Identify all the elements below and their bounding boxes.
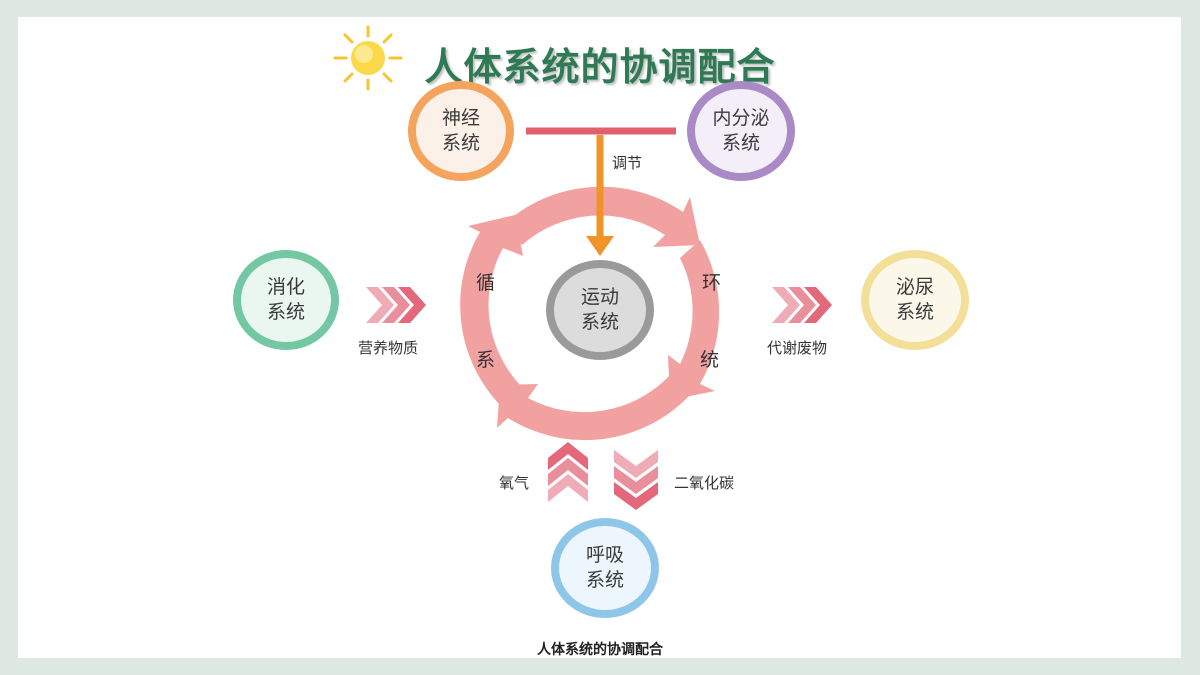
label-nutrients: 营养物质 bbox=[358, 339, 419, 357]
nutrients-chevrons bbox=[366, 287, 426, 323]
node-endocrine-line2: 系统 bbox=[721, 132, 760, 154]
node-digestive-line2: 系统 bbox=[266, 301, 305, 323]
node-endocrine-line1: 内分泌 bbox=[712, 107, 770, 129]
ring-arrow-right bbox=[668, 240, 720, 400]
node-respiratory-system: 呼吸 系统 bbox=[551, 518, 659, 618]
node-urinary-line2: 系统 bbox=[895, 301, 934, 323]
ring-char-4: 统 bbox=[700, 349, 720, 371]
node-motor-line2: 系统 bbox=[580, 311, 619, 333]
node-respiratory-line2: 系统 bbox=[585, 569, 624, 591]
node-urinary-system: 泌尿 系统 bbox=[861, 250, 969, 350]
node-digestive-line1: 消化 bbox=[266, 276, 305, 298]
label-oxygen: 氧气 bbox=[499, 474, 530, 492]
node-endocrine-system: 内分泌 系统 bbox=[687, 81, 795, 181]
ring-arrow-top bbox=[503, 186, 700, 247]
ring-char-2: 系 bbox=[476, 349, 496, 371]
node-nervous-line2: 系统 bbox=[441, 132, 480, 154]
node-nervous-system: 神经 系统 bbox=[408, 81, 514, 181]
regulation-arrow-head bbox=[586, 236, 614, 256]
co2-chevrons bbox=[614, 450, 658, 510]
label-regulate: 调节 bbox=[612, 154, 643, 172]
ring-arrow-left bbox=[460, 215, 525, 410]
circulation-ring bbox=[460, 186, 720, 441]
ring-char-1: 循 bbox=[476, 272, 496, 294]
waste-chevrons bbox=[772, 287, 832, 323]
page-title: 人体系统的协调配合 bbox=[424, 45, 776, 89]
label-co2: 二氧化碳 bbox=[674, 474, 735, 492]
node-nervous-line1: 神经 bbox=[441, 107, 480, 129]
node-motor-system: 运动 系统 bbox=[546, 260, 654, 360]
node-digestive-system: 消化 系统 bbox=[233, 250, 339, 350]
oxygen-chevrons bbox=[548, 442, 588, 502]
ring-arrow-bottom bbox=[497, 375, 690, 441]
figure-caption: 人体系统的协调配合 bbox=[537, 642, 663, 658]
node-motor-line1: 运动 bbox=[580, 286, 619, 308]
label-waste: 代谢废物 bbox=[767, 339, 828, 357]
ring-char-3: 环 bbox=[702, 272, 722, 294]
node-respiratory-line1: 呼吸 bbox=[585, 544, 624, 566]
node-urinary-line1: 泌尿 bbox=[895, 276, 934, 298]
